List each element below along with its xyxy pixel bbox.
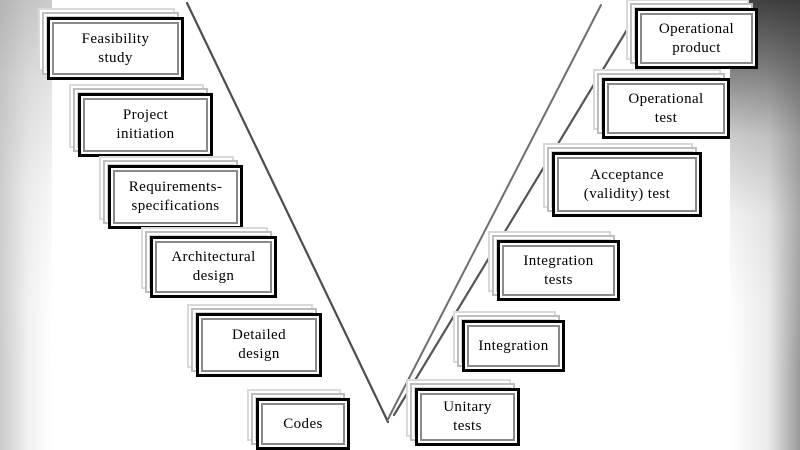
- node-face: Codes: [256, 398, 350, 450]
- node-label: Detailed design: [231, 327, 286, 362]
- node-acceptance-validity-test[interactable]: Acceptance (validity) test: [543, 143, 702, 217]
- node-requirements-specifications[interactable]: Requirements- specifications: [99, 156, 243, 229]
- node-operational-test[interactable]: Operational test: [593, 69, 730, 139]
- node-operational-product[interactable]: Operational product: [626, 0, 758, 69]
- left-arm-line: [185, 1, 390, 424]
- node-label: Codes: [283, 415, 323, 432]
- node-label: Project initiation: [116, 107, 175, 142]
- node-label: Acceptance (validity) test: [583, 166, 671, 202]
- node-detailed-design[interactable]: Detailed design: [187, 304, 322, 377]
- node-label: Unitary tests: [443, 399, 492, 434]
- node-label: Architectural design: [171, 249, 256, 284]
- node-label: Integration tests: [523, 252, 594, 288]
- node-project-initiation[interactable]: Project initiation: [69, 84, 213, 157]
- node-label: Integration: [478, 337, 549, 354]
- node-face: Feasibility study: [47, 17, 184, 80]
- node-feasibility-study[interactable]: Feasibility study: [38, 8, 184, 80]
- node-integration-tests[interactable]: Integration tests: [488, 231, 620, 301]
- right-arm-inner-line: [386, 4, 602, 422]
- node-label: Requirements- specifications: [128, 179, 223, 214]
- node-face: Requirements- specifications: [108, 165, 243, 229]
- node-face: Acceptance (validity) test: [552, 152, 702, 217]
- node-label: Operational product: [658, 20, 735, 56]
- node-integration[interactable]: Integration: [453, 311, 565, 372]
- node-face: Operational test: [602, 78, 730, 139]
- node-face: Integration tests: [497, 240, 620, 301]
- node-architectural-design[interactable]: Architectural design: [141, 227, 277, 298]
- node-face: Operational product: [635, 8, 758, 69]
- node-codes[interactable]: Codes: [247, 389, 350, 450]
- node-face: Project initiation: [78, 93, 213, 157]
- node-face: Detailed design: [196, 313, 322, 377]
- node-label: Operational test: [628, 90, 704, 126]
- node-face: Architectural design: [150, 236, 277, 298]
- node-face: Integration: [462, 320, 565, 372]
- node-face: Unitary tests: [415, 388, 520, 446]
- node-unitary-tests[interactable]: Unitary tests: [406, 379, 520, 446]
- node-label: Feasibility study: [81, 30, 150, 66]
